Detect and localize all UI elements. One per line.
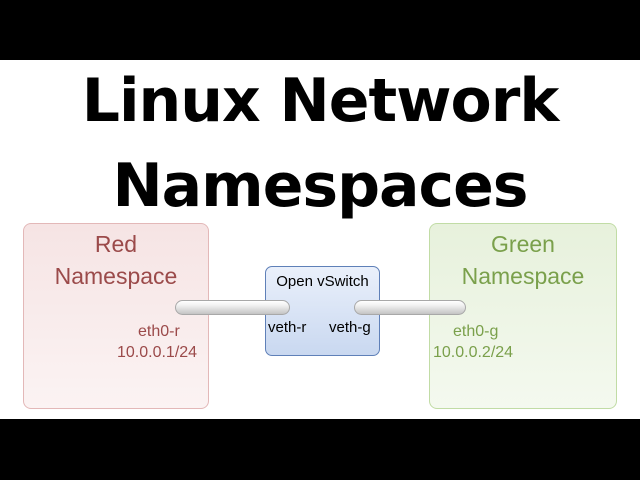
red-namespace-name-line-1: Red — [94, 231, 138, 257]
veth-r-port-label: veth-r — [268, 319, 307, 336]
red-namespace-name-line-2: Namespace — [54, 263, 178, 289]
switch-title: Open vSwitch — [276, 273, 369, 290]
title-line-1: Linux Network — [81, 66, 560, 136]
title-line-2: Namespaces — [112, 151, 528, 221]
green-veth-cable — [354, 300, 466, 315]
veth-g-port-label: veth-g — [329, 319, 371, 336]
green-namespace-name-line-2: Namespace — [461, 263, 585, 289]
red-ip-address: 10.0.0.1/24 — [117, 344, 198, 361]
red-interface-label: eth0-r — [138, 323, 180, 340]
green-namespace-name-line-1: Green — [491, 231, 555, 257]
green-ip-address: 10.0.0.2/24 — [433, 344, 514, 361]
diagram-canvas: Linux Network Namespaces Red Namespace e… — [0, 60, 640, 419]
red-veth-cable — [175, 300, 290, 315]
green-namespace-box: Green Namespace eth0-g 10.0.0.2/24 — [429, 223, 617, 409]
red-namespace-box: Red Namespace eth0-r 10.0.0.1/24 — [23, 223, 209, 409]
green-interface-label: eth0-g — [453, 323, 499, 340]
